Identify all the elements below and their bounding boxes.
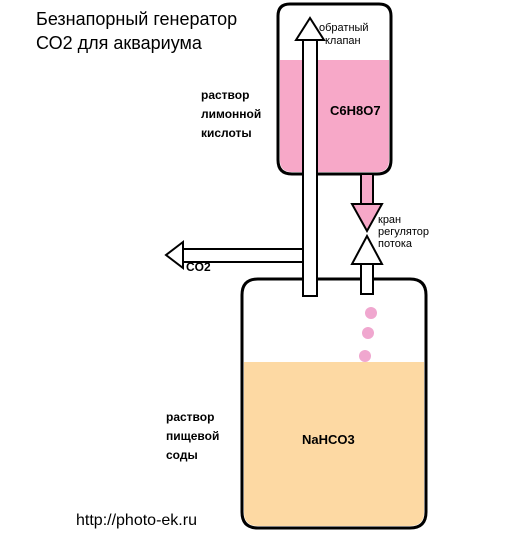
acid-droplets <box>359 307 377 362</box>
tap-upper-triangle-icon <box>350 203 384 234</box>
check-valve-label-1: обратный <box>319 22 369 34</box>
tap-label-3: потока <box>378 238 413 250</box>
soda-liquid <box>244 362 424 526</box>
citric-label-1: раствор <box>201 88 250 102</box>
co2-output-tube <box>164 239 303 271</box>
gas-tube <box>294 16 326 297</box>
soda-label-1: раствор <box>166 410 215 424</box>
soda-bottle <box>240 277 428 530</box>
feed-tube <box>360 173 374 205</box>
footer-url: http://photo-ek.ru <box>76 512 197 529</box>
droplet <box>365 307 377 319</box>
soda-label-2: пищевой <box>166 429 220 443</box>
soda-label-3: соды <box>166 448 198 462</box>
citric-formula: C6H8O7 <box>330 103 381 118</box>
check-valve-label-2: клапан <box>325 35 361 47</box>
droplet <box>359 350 371 362</box>
citric-label-3: кислоты <box>201 126 252 140</box>
droplet <box>362 327 374 339</box>
soda-bottle-outline <box>240 277 428 530</box>
citric-acid-bottle-outline <box>276 2 393 176</box>
co2-output-label: CO2 <box>186 260 211 274</box>
drip-tube <box>360 263 374 295</box>
tap-label-2: регулятор <box>378 226 430 238</box>
flow-regulator-tap <box>350 203 384 265</box>
gas-tube-body <box>302 39 318 297</box>
co2-out-arrow-icon <box>164 239 184 271</box>
tap-label-1: кран <box>378 214 402 226</box>
title-line-2: СО2 для аквариума <box>36 33 202 53</box>
soda-formula: NaHCO3 <box>302 432 355 447</box>
citric-label-2: лимонной <box>201 107 262 121</box>
title-line-1: Безнапорный генератор <box>36 9 238 29</box>
check-valve-arrow-icon <box>294 16 326 41</box>
